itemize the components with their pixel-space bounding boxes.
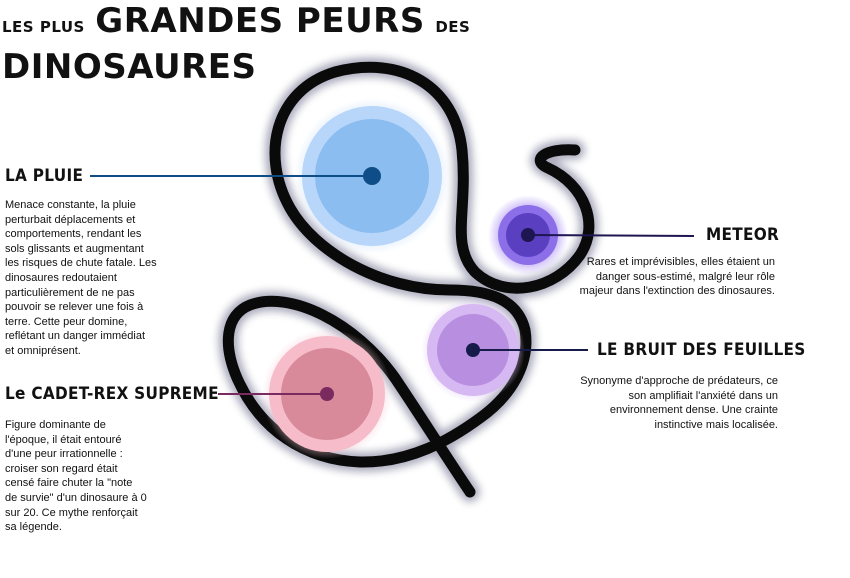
title-main: GRANDES PEURS: [95, 1, 425, 41]
pluie-text: Menace constante, la pluie perturbait dé…: [5, 199, 157, 357]
title-prefix: LES PLUS: [2, 18, 85, 36]
title-suffix: DES: [435, 18, 471, 36]
feuilles-text: Synonyme d'approche de prédateurs, ce so…: [580, 375, 778, 431]
pluie-heading: LA PLUIE: [5, 166, 84, 186]
page-title: LES PLUS GRANDES PEURS DES DINOSAURES: [2, 2, 470, 86]
feuilles-heading: LE BRUIT DES FEUILLES: [597, 340, 806, 360]
title-line2: DINOSAURES: [2, 47, 257, 87]
cadet-dot: [320, 387, 334, 401]
meteor-dot: [521, 228, 535, 242]
pluie-dot: [363, 167, 381, 185]
cadet-text: Figure dominante de l'époque, il était e…: [5, 419, 147, 534]
meteor-heading: METEOR: [706, 225, 780, 245]
meteor-text: Rares et imprévisibles, elles étaient un…: [579, 256, 775, 298]
s-curve-path: [222, 61, 595, 498]
cadet-heading: Le CADET-REX SUPREME: [5, 384, 219, 404]
feuilles-dot: [466, 343, 480, 357]
meteor-connector: [527, 234, 695, 237]
